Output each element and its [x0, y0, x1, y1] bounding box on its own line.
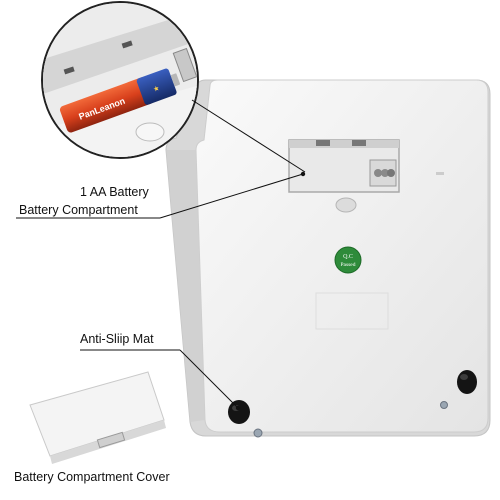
battery-label-line-1: 1 AA Battery	[80, 185, 149, 199]
battery-label-line-2: Battery Compartment	[19, 203, 138, 217]
rubber-foot	[457, 370, 477, 394]
screw-icon	[440, 401, 448, 409]
battery-compartment-cover	[29, 371, 166, 464]
zoom-connector-line	[191, 99, 306, 173]
aa-battery: PanLeanon ★	[59, 68, 181, 133]
qc-line-1: Q.C	[343, 254, 353, 260]
battery-cover-label: Battery Compartment Cover	[14, 470, 170, 484]
battery-compartment	[288, 139, 400, 213]
screw-icon	[253, 428, 263, 438]
callout-line-battery	[159, 173, 304, 219]
callout-line-mat	[179, 349, 239, 409]
battery-zoom-inset: PanLeanon ★	[41, 1, 199, 159]
spring-contact-icon	[369, 159, 397, 187]
calculator-back	[165, 79, 491, 438]
svg-text:★: ★	[152, 84, 161, 94]
qc-line-2: Passed	[341, 262, 356, 268]
qc-passed-sticker: Q.C Passed	[334, 246, 362, 274]
anti-slip-mat-label: Anti-Sliip Mat	[80, 332, 154, 346]
label-area	[315, 292, 389, 330]
rubber-foot	[228, 400, 250, 424]
